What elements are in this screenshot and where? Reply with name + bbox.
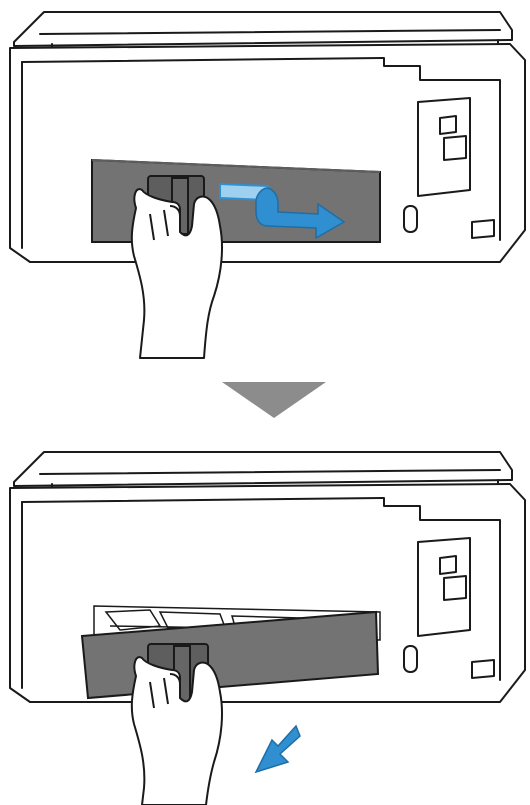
down-triangle-icon bbox=[0, 360, 530, 440]
step-transition bbox=[0, 360, 530, 440]
scanner-lid bbox=[14, 452, 512, 486]
hand-illustration bbox=[132, 189, 222, 358]
printer-rear-view-step-2 bbox=[0, 440, 530, 805]
side-slot bbox=[404, 206, 417, 232]
step-1-panel bbox=[0, 0, 530, 360]
step-2-panel bbox=[0, 440, 530, 805]
side-slot bbox=[404, 646, 417, 672]
hand-illustration bbox=[132, 657, 222, 805]
arrow-down-left-icon bbox=[256, 726, 300, 772]
scanner-lid bbox=[14, 12, 512, 46]
printer-rear-view-step-1 bbox=[0, 0, 530, 360]
